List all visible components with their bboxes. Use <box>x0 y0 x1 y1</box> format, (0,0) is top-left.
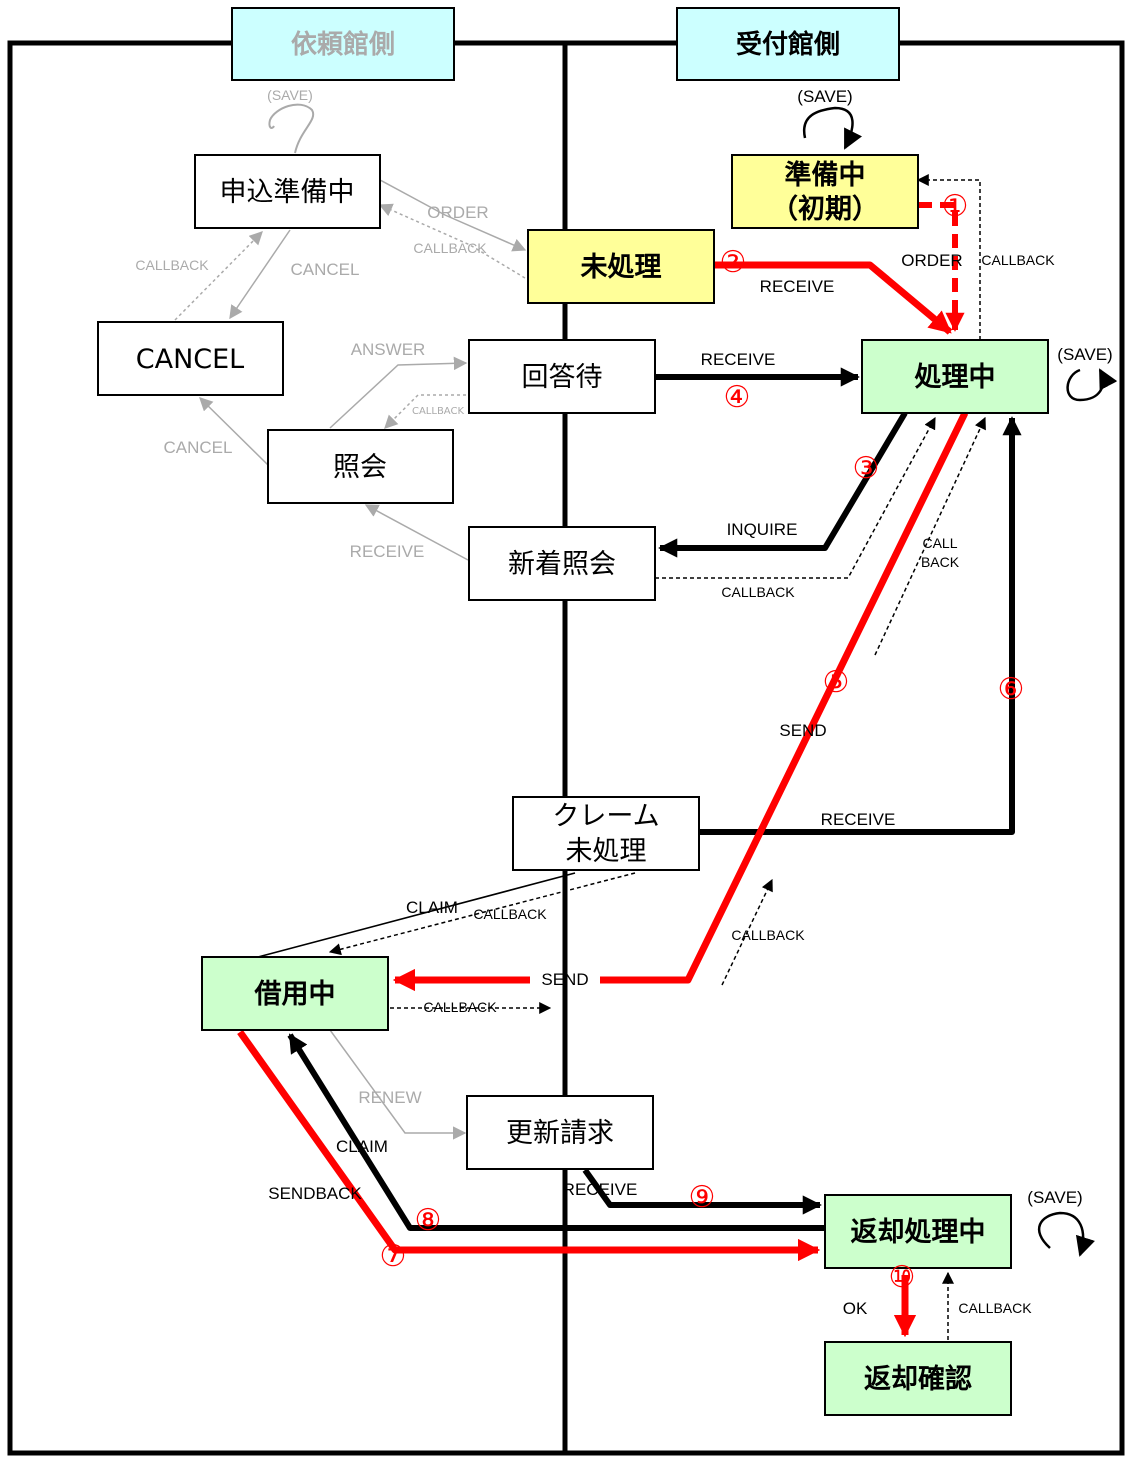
step-10: ⑩ <box>889 1260 916 1295</box>
label-send-1: SEND <box>779 721 826 740</box>
node-henkyaku-kakunin: 返却確認 <box>824 1341 1012 1416</box>
node-henkyaku-shorichu-label: 返却処理中 <box>851 1216 986 1248</box>
black-labels: (SAVE) ORDER CALLBACK RECEIVE RECEIVE (S… <box>268 87 1112 1318</box>
label-receive-4: RECEIVE <box>563 1180 638 1199</box>
header-requesting-library: 依頼館側 <box>231 7 455 81</box>
label-order-grey: ORDER <box>427 203 488 222</box>
label-renew-grey: RENEW <box>358 1088 421 1107</box>
node-henkyaku-shorichu: 返却処理中 <box>824 1194 1012 1269</box>
node-koushin-seikyu-label: 更新請求 <box>506 1118 614 1149</box>
label-claim-1: CLAIM <box>406 898 458 917</box>
label-save-junbi: (SAVE) <box>797 87 852 106</box>
black-connectors <box>257 106 1118 1257</box>
node-kaitoumachi: 回答待 <box>468 339 656 414</box>
node-moushikomi-label: 申込準備中 <box>220 177 355 208</box>
label-answer-grey: ANSWER <box>351 340 426 359</box>
step-7: ⑦ <box>380 1239 407 1274</box>
step-9: ⑨ <box>689 1180 716 1215</box>
step-3: ③ <box>853 451 880 486</box>
node-kaitoumachi-label: 回答待 <box>522 362 603 393</box>
label-call: CALL <box>922 535 957 551</box>
node-shokai: 照会 <box>267 429 454 504</box>
node-junbichu-sub: （初期） <box>771 194 879 225</box>
node-shinchaku-shokai-label: 新着照会 <box>508 549 616 580</box>
label-order: ORDER <box>901 251 962 270</box>
node-shorichu-label: 処理中 <box>915 361 996 393</box>
label-callback-grey-1: CALLBACK <box>413 240 487 256</box>
node-shakuyouchu-label: 借用中 <box>254 979 336 1010</box>
header-receiving-library: 受付館側 <box>676 7 900 81</box>
label-callback-2: CALLBACK <box>721 584 795 600</box>
label-cancel-grey-1: CANCEL <box>291 260 360 279</box>
node-shakuyouchu: 借用中 <box>201 956 389 1031</box>
node-shinchaku-shokai: 新着照会 <box>468 526 656 601</box>
label-back: BACK <box>921 554 960 570</box>
step-numbers: ① ② ③ ④ ⑤ ⑥ ⑦ ⑧ ⑨ ⑩ <box>380 189 1025 1295</box>
label-cancel-grey-2: CANCEL <box>164 438 233 457</box>
grey-connectors <box>174 103 527 1140</box>
node-moushikomi: 申込準備中 <box>194 154 381 229</box>
red-connectors <box>237 202 969 1338</box>
step-5: ⑤ <box>823 665 850 700</box>
step-2: ② <box>720 245 747 280</box>
label-callback-1: CALLBACK <box>981 252 1055 268</box>
node-cancel-label: CANCEL <box>136 344 244 375</box>
label-inquire: INQUIRE <box>727 520 798 539</box>
node-cancel: CANCEL <box>97 321 284 396</box>
node-claim-label-1: クレーム <box>552 801 659 832</box>
step-1: ① <box>942 189 969 224</box>
label-callback-grey-2: CALLBACK <box>135 257 209 273</box>
node-claim-mishori: クレーム 未処理 <box>512 796 700 871</box>
label-claim-2: CLAIM <box>336 1137 388 1156</box>
label-callback-6: CALLBACK <box>958 1300 1032 1316</box>
step-8: ⑧ <box>415 1203 442 1238</box>
node-shorichu: 処理中 <box>861 339 1049 414</box>
header-right-label: 受付館側 <box>736 29 840 60</box>
node-mishori-label: 未処理 <box>581 251 662 283</box>
node-claim-label-2: 未処理 <box>566 836 647 867</box>
label-receive-grey-1: RECEIVE <box>350 542 425 561</box>
label-callback-3: CALLBACK <box>473 906 547 922</box>
step-4: ④ <box>724 380 751 415</box>
node-koushin-seikyu: 更新請求 <box>466 1095 654 1170</box>
label-receive-3: RECEIVE <box>821 810 896 829</box>
label-ok: OK <box>843 1299 868 1318</box>
label-save-shori: (SAVE) <box>1057 345 1112 364</box>
label-send-2: SEND <box>541 970 588 989</box>
grey-labels: (SAVE) ORDER CALLBACK CALLBACK CANCEL AN… <box>135 87 488 1107</box>
label-callback-4: CALLBACK <box>731 927 805 943</box>
label-sendback: SENDBACK <box>268 1184 362 1203</box>
dotted-callbacks <box>328 174 986 1340</box>
node-mishori: 未処理 <box>527 229 715 304</box>
label-receive-1: RECEIVE <box>760 277 835 296</box>
label-callback-grey-3: CALLBACK <box>412 406 464 417</box>
node-junbichu: 準備中 （初期） <box>731 154 919 229</box>
header-left-label: 依頼館側 <box>291 29 395 60</box>
label-save-henkyaku: (SAVE) <box>1027 1188 1082 1207</box>
node-henkyaku-kakunin-label: 返却確認 <box>864 1363 972 1395</box>
node-junbichu-label: 準備中 <box>785 159 866 191</box>
label-receive-2: RECEIVE <box>701 350 776 369</box>
label-callback-5: CALLBACK <box>423 999 497 1015</box>
label-save-left: (SAVE) <box>267 87 313 103</box>
step-6: ⑥ <box>998 672 1025 707</box>
node-shokai-label: 照会 <box>333 452 387 483</box>
